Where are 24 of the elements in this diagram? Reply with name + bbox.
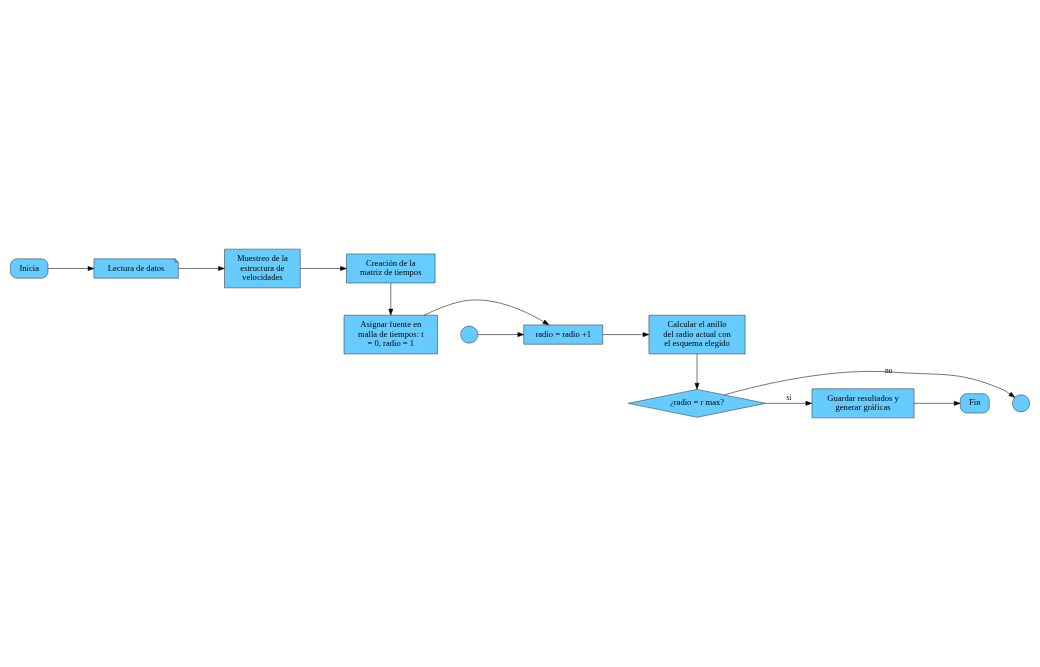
arrow [694,353,700,390]
node-box: radio = radio +1 [523,324,603,345]
node-box: Asignar fuente en malla de tiempos: t = 0, radio = 1 [343,314,438,355]
node-box: Inicia [10,258,49,279]
edge-label: no [885,366,893,376]
arrow [423,299,550,326]
arrow [477,332,524,337]
arrow [300,266,347,271]
node-box: Guardar resultados y generar gráficas [811,388,915,419]
node-box: Creación de la matriz de tiempos [346,253,436,284]
arrow [602,332,650,337]
node-box: Muestreo de la estructura de velocidades [224,248,301,289]
node-diamond: ¿radio = r max? [628,389,767,418]
arrow [724,371,1015,398]
arrow [765,401,813,406]
arrow [178,266,225,271]
edge-label: si [786,392,792,402]
node-box: Fin [960,393,990,414]
node-box: Calcular el anillo del radio actual con el esquema elegido [648,314,746,355]
arrow [388,282,394,316]
node-circle [1012,394,1030,413]
arrow [913,401,961,406]
arrow [47,266,95,271]
node-circle [460,325,479,344]
